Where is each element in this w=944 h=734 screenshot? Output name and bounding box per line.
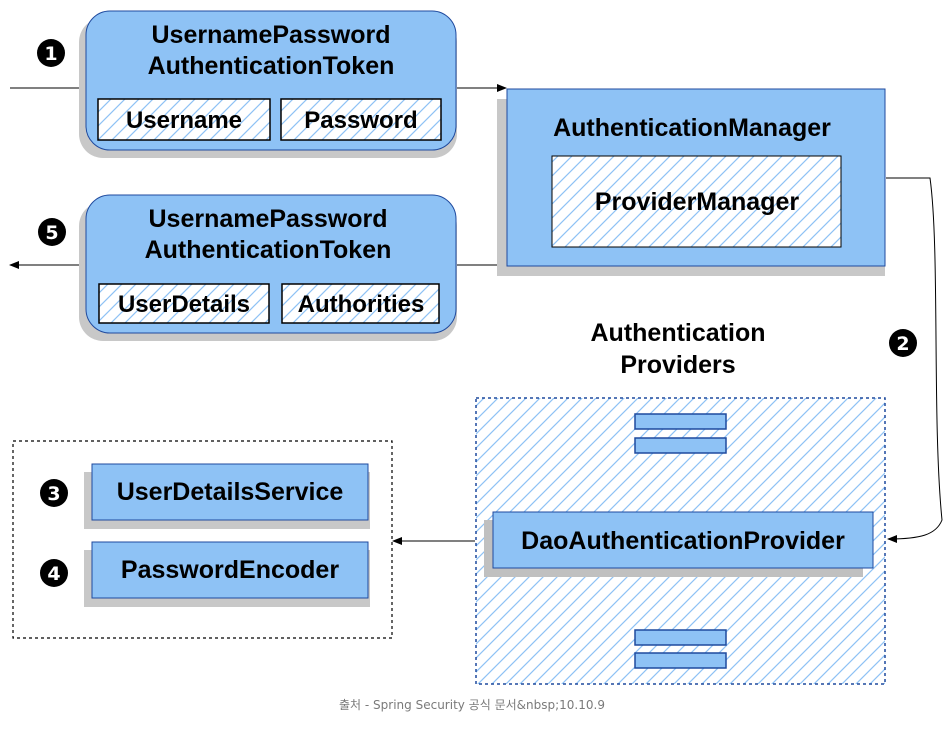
result-token: UsernamePassword AuthenticationToken Use… bbox=[79, 194, 457, 341]
username-field-label: Username bbox=[126, 107, 242, 134]
authentication-manager: AuthenticationManager ProviderManager bbox=[497, 88, 886, 276]
result-token-title-line2: AuthenticationToken bbox=[145, 236, 392, 264]
user-details-service-box bbox=[91, 463, 369, 521]
authorities-field-box bbox=[281, 283, 440, 324]
request-token: UsernamePassword AuthenticationToken Use… bbox=[79, 10, 457, 158]
step-5-number: 5 bbox=[45, 222, 58, 244]
provider-placeholder-bottom-2 bbox=[634, 652, 727, 669]
user-details-service-label: UserDetailsService bbox=[117, 478, 344, 506]
step-markers: 1 5 2 3 4 bbox=[37, 39, 917, 587]
userdetails-field-box bbox=[98, 283, 270, 324]
provider-placeholder-top-2 bbox=[634, 437, 727, 454]
manager-to-provider-curve bbox=[886, 177, 943, 543]
step-3-number: 3 bbox=[47, 483, 60, 505]
providers-group-title-line2: Providers bbox=[620, 351, 735, 379]
userdetails-field-label: UserDetails bbox=[118, 291, 250, 318]
dao-authentication-provider-box bbox=[492, 511, 874, 569]
step-4-number: 4 bbox=[47, 563, 60, 585]
step-5-marker bbox=[38, 218, 66, 246]
provider-placeholder-bottom-1 bbox=[634, 629, 727, 646]
authentication-manager-title: AuthenticationManager bbox=[553, 114, 831, 142]
result-token-title-line1: UsernamePassword bbox=[148, 205, 387, 233]
username-field-box bbox=[97, 98, 271, 141]
provider-manager-box bbox=[551, 155, 842, 248]
request-token-title-line2: AuthenticationToken bbox=[148, 52, 395, 80]
step-2-marker bbox=[889, 329, 917, 357]
step-3-marker bbox=[40, 479, 68, 507]
step-1-marker bbox=[37, 39, 65, 67]
password-encoder-box bbox=[91, 541, 369, 599]
step-2-number: 2 bbox=[896, 333, 909, 355]
image-caption: 출처 - Spring Security 공식 문서&nbsp;10.10.9 bbox=[339, 698, 605, 712]
providers-group-title-line1: Authentication bbox=[591, 319, 766, 347]
request-token-title-line1: UsernamePassword bbox=[151, 21, 390, 49]
password-field-label: Password bbox=[304, 107, 417, 134]
password-field-box bbox=[280, 98, 442, 141]
step-4-marker bbox=[40, 559, 68, 587]
provider-manager-label: ProviderManager bbox=[595, 188, 800, 216]
dependencies-group: UserDetailsService PasswordEncoder bbox=[12, 440, 393, 639]
provider-placeholder-top-1 bbox=[634, 413, 727, 430]
step-1-number: 1 bbox=[44, 43, 57, 65]
authorities-field-label: Authorities bbox=[298, 291, 425, 318]
authentication-providers-group: Authentication Providers DaoAuthenticati… bbox=[475, 319, 886, 685]
password-encoder-label: PasswordEncoder bbox=[121, 556, 339, 584]
dao-authentication-provider-label: DaoAuthenticationProvider bbox=[521, 527, 845, 555]
